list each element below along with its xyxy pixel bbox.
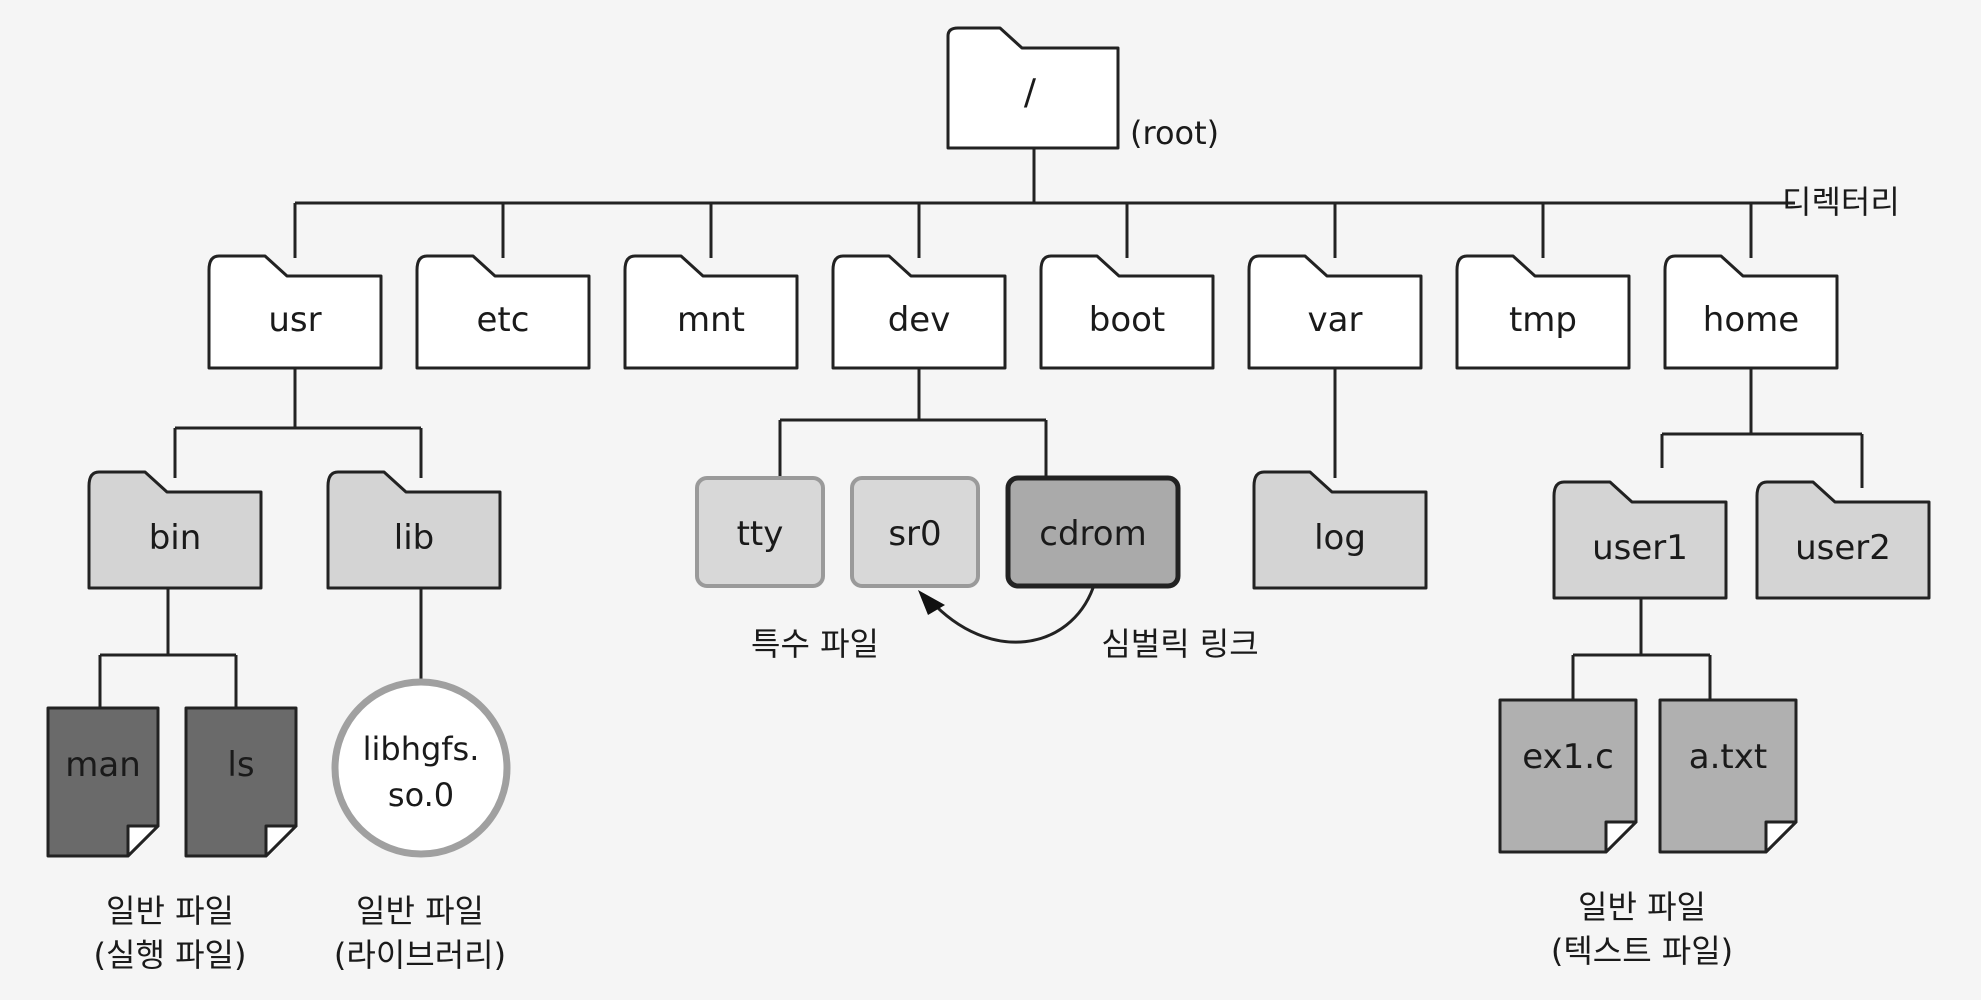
- etc-folder[interactable]: etc: [415, 254, 591, 370]
- user1-folder-label: user1: [1592, 528, 1688, 568]
- symlink-arrowhead: [918, 590, 945, 615]
- bin-folder-label: bin: [149, 518, 202, 558]
- root-note: (root): [1130, 114, 1219, 152]
- home-folder[interactable]: home: [1663, 254, 1839, 370]
- man-file-label: man: [65, 745, 141, 785]
- library-file-caption-line2: (라이브러리): [334, 936, 506, 974]
- ls-file-label: ls: [227, 745, 254, 785]
- libhgfs-library-file[interactable]: libhgfs. so.0: [331, 678, 511, 858]
- usr-folder-label: usr: [268, 300, 321, 340]
- tmp-folder-label: tmp: [1509, 300, 1577, 340]
- library-file-caption-line1: 일반 파일: [356, 892, 484, 930]
- mnt-folder-label: mnt: [677, 300, 745, 340]
- lib-folder-label: lib: [394, 518, 434, 558]
- a-txt-file[interactable]: a.txt: [1658, 698, 1798, 854]
- sr0-device-file[interactable]: sr0: [850, 476, 980, 588]
- boot-folder-label: boot: [1089, 300, 1166, 340]
- home-folder-label: home: [1703, 300, 1799, 340]
- library-label-line1: libhgfs.: [363, 730, 480, 768]
- dev-folder[interactable]: dev: [831, 254, 1007, 370]
- user2-folder[interactable]: user2: [1755, 480, 1931, 600]
- root-folder[interactable]: /: [946, 26, 1120, 150]
- tmp-folder[interactable]: tmp: [1455, 254, 1631, 370]
- ls-file[interactable]: ls: [184, 706, 298, 858]
- sr0-device-label: sr0: [888, 514, 941, 554]
- tty-device-file[interactable]: tty: [695, 476, 825, 588]
- man-file[interactable]: man: [46, 706, 160, 858]
- symbolic-link-caption: 심벌릭 링크: [1101, 625, 1258, 663]
- cdrom-device-file[interactable]: cdrom: [1005, 475, 1181, 589]
- log-folder[interactable]: log: [1252, 470, 1428, 590]
- bin-folder[interactable]: bin: [87, 470, 263, 590]
- symlink-arrow: [928, 587, 1095, 644]
- special-file-caption: 특수 파일: [751, 625, 879, 663]
- user1-folder[interactable]: user1: [1552, 480, 1728, 600]
- ex1-c-file[interactable]: ex1.c: [1498, 698, 1638, 854]
- boot-folder[interactable]: boot: [1039, 254, 1215, 370]
- tree-connectors: [98, 148, 1864, 708]
- cdrom-device-label: cdrom: [1039, 514, 1146, 554]
- var-folder[interactable]: var: [1247, 254, 1423, 370]
- exec-file-caption-line1: 일반 파일: [106, 892, 234, 930]
- directory-caption: 디렉터리: [1782, 183, 1900, 221]
- var-folder-label: var: [1308, 300, 1363, 340]
- usr-folder[interactable]: usr: [207, 254, 383, 370]
- log-folder-label: log: [1314, 518, 1366, 558]
- user2-folder-label: user2: [1795, 528, 1891, 568]
- lib-folder[interactable]: lib: [326, 470, 502, 590]
- etc-folder-label: etc: [477, 300, 530, 340]
- text-file-caption-line2: (텍스트 파일): [1551, 932, 1733, 970]
- root-folder-label: /: [1024, 72, 1037, 113]
- ex1-c-file-label: ex1.c: [1522, 737, 1614, 777]
- a-txt-file-label: a.txt: [1689, 737, 1767, 777]
- library-label-line2: so.0: [388, 776, 454, 814]
- exec-file-caption-line2: (실행 파일): [94, 936, 247, 974]
- tty-device-label: tty: [737, 514, 784, 554]
- text-file-caption-line1: 일반 파일: [1578, 888, 1706, 926]
- mnt-folder[interactable]: mnt: [623, 254, 799, 370]
- dev-folder-label: dev: [888, 300, 951, 340]
